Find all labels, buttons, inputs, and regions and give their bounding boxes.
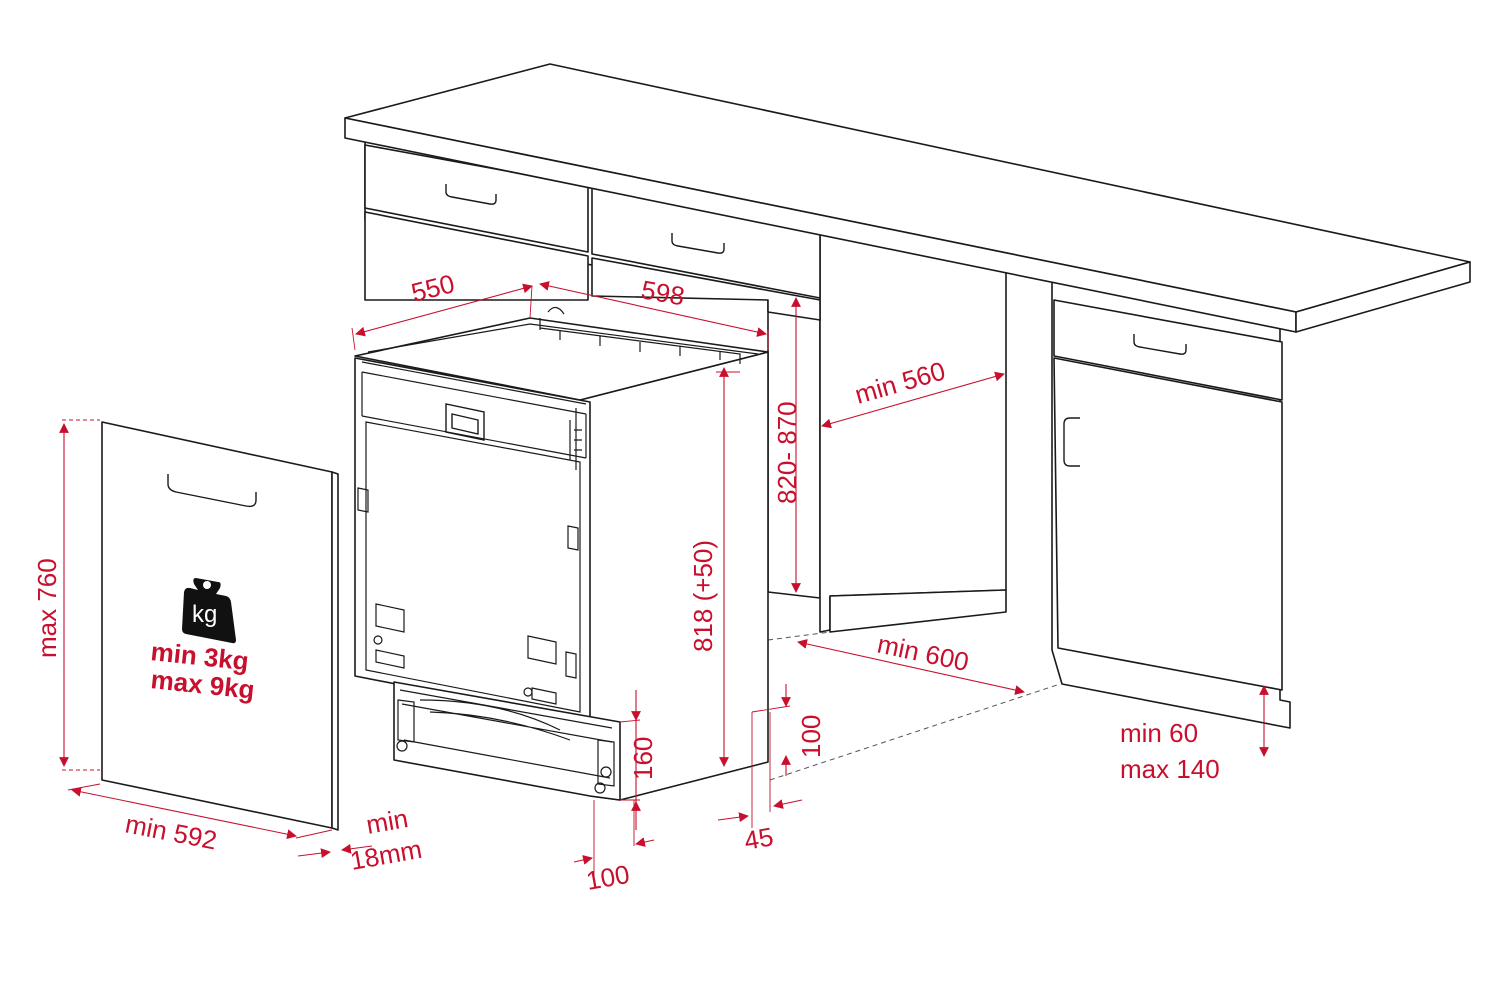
floor-line (767, 631, 1061, 781)
kitchen-cabinets (344, 63, 1471, 781)
door-width-label: min 592 (123, 808, 220, 855)
door-thickness-bottom: 18mm (348, 834, 424, 876)
weight-icon-text: kg (192, 601, 217, 628)
front-top-strip (361, 361, 587, 459)
right-drawer-handle (1133, 334, 1187, 355)
screw-left (373, 635, 383, 645)
width-dimension (539, 281, 767, 337)
front-inner-frame (365, 421, 581, 713)
countertop-side (1295, 261, 1471, 333)
screw-right (523, 687, 533, 697)
dishwasher-base (393, 681, 621, 801)
door-thickness-top: min (364, 803, 410, 840)
middle-cabinet (819, 231, 1007, 633)
foot-right-screw-2 (594, 782, 606, 794)
middle-plinth (829, 589, 1007, 633)
plinth-depth-side-label: 100 (796, 715, 826, 758)
plinth-adjust-max: max 140 (1120, 754, 1220, 784)
foot-left-screw (396, 740, 408, 752)
side-rail (569, 408, 582, 470)
control-handle (445, 403, 485, 441)
furniture-door: kg min 3kg max 9kg (101, 421, 339, 831)
right-door-handle (1063, 417, 1080, 467)
door-height-label: max 760 (32, 558, 62, 658)
left-drawer-2-handle (671, 233, 725, 254)
niche-depth-dimension (821, 371, 1005, 429)
door-width-dimension (71, 786, 297, 840)
plinth-height-label: 160 (628, 737, 658, 780)
foot-right-screw (600, 766, 612, 778)
niche-width-dimension (797, 639, 1025, 695)
base-rail (399, 689, 613, 779)
width-label: 598 (639, 274, 687, 311)
plinth-depth-front-label: 100 (584, 859, 632, 896)
left-drawer-1-handle (445, 184, 497, 205)
weight-icon: kg (182, 578, 236, 644)
plinth-gap-label: 45 (742, 821, 776, 856)
foot-right (597, 739, 615, 787)
dishwasher-front (354, 357, 591, 723)
right-drawer (1053, 299, 1283, 401)
foot-left (397, 699, 415, 743)
hinge-left (357, 487, 405, 669)
plinth-adjust-min: min 60 (1120, 718, 1198, 748)
appliance-height-label: 818 (+50) (688, 540, 718, 652)
door-edge (331, 471, 339, 831)
door-handle (167, 474, 257, 508)
hinge-right (527, 525, 579, 705)
cabinet-height-label: 820- 870 (772, 401, 802, 504)
right-cabinet-door (1053, 357, 1283, 691)
depth-dimension (355, 283, 533, 337)
